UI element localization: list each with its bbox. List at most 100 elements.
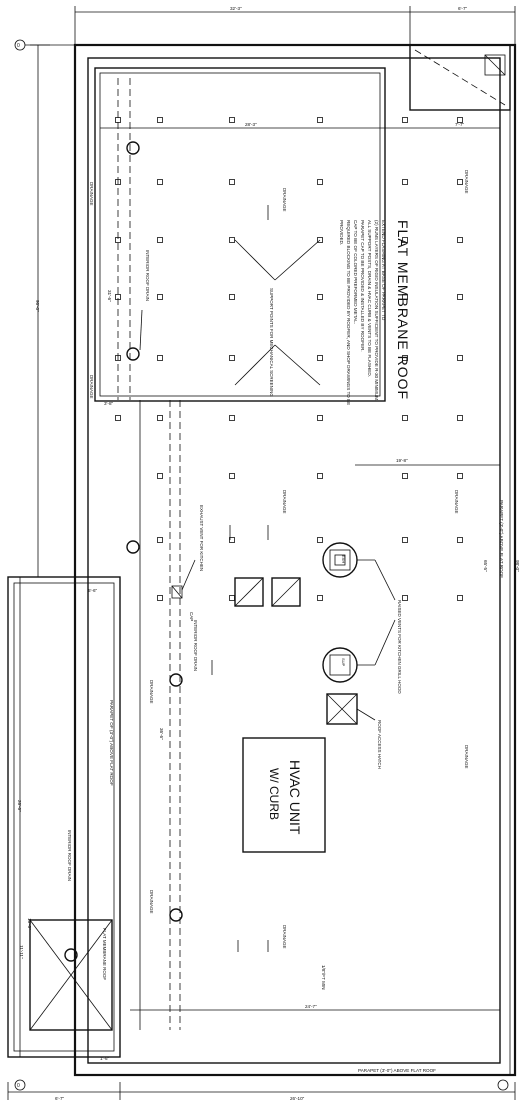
dim-right-mid: 65'-5" — [483, 560, 488, 572]
drainage-label-4: DRAINAGE — [89, 375, 94, 399]
support-point — [402, 294, 408, 300]
dim-right-overall: 98'-0" — [515, 560, 520, 572]
dim-horiz-mid: 19'-8" — [396, 458, 408, 463]
hvac-curb-label: W/ CURB — [267, 768, 281, 820]
support-point — [402, 237, 408, 243]
hvac-label: HVAC UNIT — [287, 760, 303, 835]
note-line-6: REQUIRED BLOCKING TO BE PROVIDED BY ROOF… — [346, 220, 351, 405]
dim-left-lower: 26'-6" — [17, 800, 22, 812]
drainage-label-3: DRAINAGE — [464, 170, 469, 194]
support-point — [157, 415, 163, 421]
support-point — [402, 473, 408, 479]
dim-top-right: 6'-7" — [458, 6, 468, 11]
support-point — [317, 473, 323, 479]
support-point — [115, 117, 121, 123]
support-points-label: SUPPORT POINTS FOR MECHANICAL SCREENING — [269, 288, 274, 397]
support-point — [457, 117, 463, 123]
support-point — [457, 179, 463, 185]
upper-roof-section — [94, 67, 386, 402]
note-line-4: PARAPET CAP TO BE PROVIDED & INSTALLED B… — [360, 220, 365, 352]
support-points — [115, 117, 463, 601]
vent-exh-label: EXH — [341, 555, 346, 563]
roof-drain-5 — [169, 908, 183, 922]
roof-drain-4 — [169, 673, 183, 687]
general-notes: EXTEND FLASHING AT BASE OF PARAPET TO (2… — [339, 220, 386, 405]
dim-left-small2: 5'-6" — [88, 588, 98, 593]
dim-lower-left-b: 11'-11" — [19, 945, 24, 959]
flat-roof-label-left: FLAT MEMBRANE ROOF — [102, 928, 107, 980]
vent-sup-label: SUP — [341, 658, 346, 667]
note-line-7: PROVIDED. — [339, 220, 344, 245]
stair-bumpout — [409, 44, 511, 111]
support-point — [317, 415, 323, 421]
raised-vents-label: RAISED VENTS FOR KITCHEN GRILL HOOD — [397, 600, 402, 694]
interior-drain-label: INTERIOR ROOF DRAIN — [145, 250, 150, 301]
support-point — [229, 117, 235, 123]
support-point — [317, 595, 323, 601]
parapet-label-left: PARAPET OF (3'-0") ABOVE FLAT ROOF — [109, 700, 114, 786]
main-roof-outline — [73, 43, 517, 1077]
support-point — [157, 294, 163, 300]
support-point — [402, 355, 408, 361]
dim-left-small1: 3'-8" — [104, 401, 114, 406]
dim-inner-top: 28'-3" — [245, 122, 257, 127]
support-point — [317, 179, 323, 185]
note-line-2: (2) RUNS LAYERS OF RIGID INSULATION SUFF… — [374, 220, 379, 401]
drainage-label-2: DRAINAGE — [282, 188, 287, 212]
support-point — [402, 537, 408, 543]
support-point — [229, 237, 235, 243]
dim-left-overall: 96'-0" — [35, 300, 40, 312]
dim-lower-left-a: 10'-6" — [27, 918, 32, 930]
dim-slope-note: 1/8"/FT MIN — [321, 965, 326, 990]
support-point — [402, 415, 408, 421]
support-point — [402, 179, 408, 185]
cap-label: CAP — [189, 612, 194, 621]
left-wing — [7, 576, 121, 1058]
dim-mid-span: 36'-6" — [159, 728, 164, 740]
grid-mark-b: 0 — [17, 1083, 20, 1089]
dim-bottom-left: 6'-7" — [55, 1096, 65, 1101]
support-point — [229, 294, 235, 300]
dimension-lines — [7, 6, 516, 1100]
support-point — [157, 537, 163, 543]
support-point — [229, 473, 235, 479]
drainage-label-9: DRAINAGE — [149, 890, 154, 914]
grid-mark-a: 0 — [17, 43, 20, 49]
dim-bottom-mid: 24'-7" — [305, 1004, 317, 1009]
misc-ticks — [211, 205, 269, 952]
roof-drain-left — [64, 948, 78, 962]
interior-drain-label-2: INTERIOR ROOF DRAIN — [193, 620, 198, 671]
note-line-5: CAP TO BE OF COLORED PREFORMED METAL. — [353, 220, 358, 324]
roof-access-hatch — [326, 693, 376, 725]
support-point — [115, 294, 121, 300]
support-point — [457, 355, 463, 361]
drainage-label-5: DRAINAGE — [282, 490, 287, 514]
drainage-label-6: DRAINAGE — [454, 490, 459, 514]
support-point — [115, 415, 121, 421]
support-point — [115, 179, 121, 185]
support-point — [115, 237, 121, 243]
note-line-1: EXTEND FLASHING AT BASE OF PARAPET TO — [381, 220, 386, 321]
support-point — [157, 117, 163, 123]
roof-drain-2 — [126, 347, 140, 361]
dim-bottom-small: 1'-6" — [100, 1056, 110, 1061]
support-point — [457, 294, 463, 300]
dim-inner-right: 7'-7" — [455, 122, 465, 127]
drainage-label-1: DRAINAGE — [89, 182, 94, 206]
dim-left-drain: 31'-6" — [107, 290, 112, 302]
support-point — [317, 237, 323, 243]
support-point — [457, 595, 463, 601]
support-point — [157, 179, 163, 185]
raised-vents — [322, 542, 375, 683]
parapet-label-right: PARAPET (3'-0") ABOVE FLAT ROOF — [499, 500, 504, 578]
dim-bottom-span: 26'-10" — [290, 1096, 305, 1101]
roof-drain-1 — [126, 141, 140, 155]
roof-drains — [126, 141, 183, 922]
support-point — [457, 237, 463, 243]
hvac-unit — [242, 737, 326, 853]
roof-drain-3 — [126, 540, 140, 554]
parapet-label-bottom: PARAPET (3'-0") ABOVE FLAT ROOF — [358, 1068, 436, 1073]
support-point — [229, 355, 235, 361]
